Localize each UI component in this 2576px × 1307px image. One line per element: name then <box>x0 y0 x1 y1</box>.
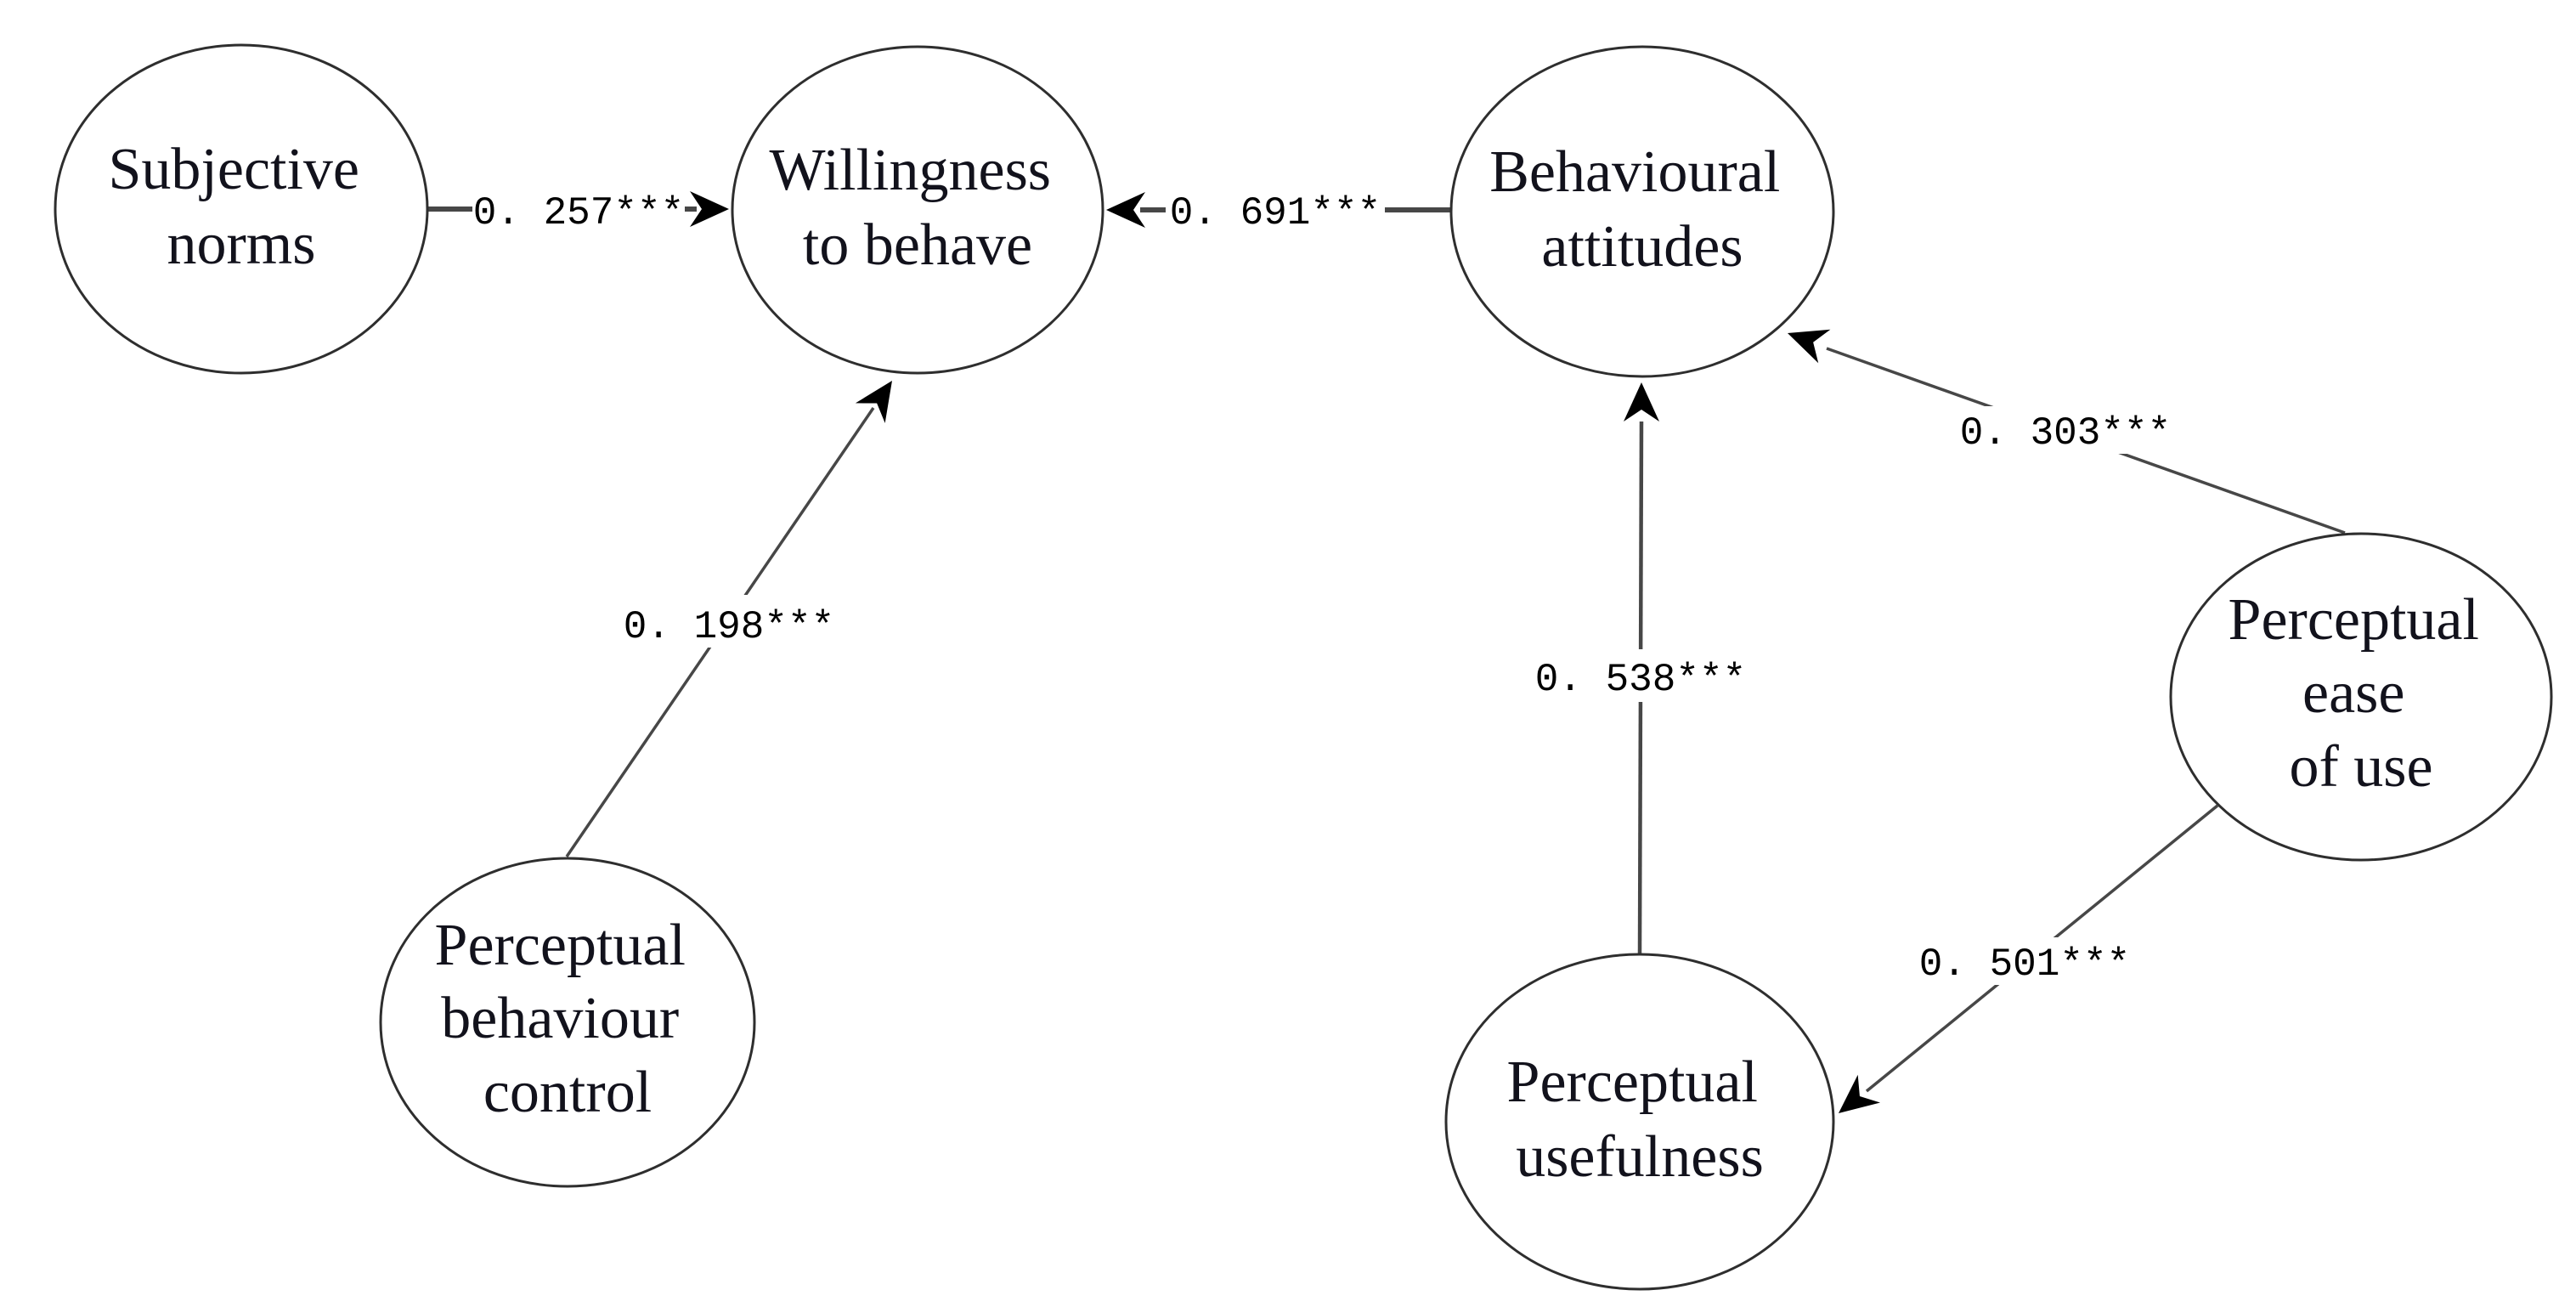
node-ellipse <box>731 45 1104 375</box>
node-label: Perceptual ease of use <box>2229 587 2494 800</box>
node-label-line: Perceptual <box>2229 587 2479 653</box>
edge-ease-of-use-to-behavioural-attitudes: 0. 303*** <box>1788 329 2346 535</box>
node-label-line: to behave <box>803 212 1032 278</box>
edge-label-background <box>1534 649 1747 702</box>
node-label-line: Willingness <box>769 138 1051 203</box>
edge-label: 0. 538*** <box>1535 658 1746 702</box>
node-label: Perceptual usefulness <box>1507 1050 1773 1190</box>
node-label-line: Subjective <box>109 137 359 202</box>
edge-label: 0. 257*** <box>473 191 684 235</box>
node-perceptual-ease-of-use: Perceptual ease of use <box>2169 532 2553 862</box>
arrowhead-icon <box>1839 1074 1881 1113</box>
node-label-line: Behavioural <box>1489 139 1780 205</box>
node-label-line: Perceptual <box>1507 1050 1758 1115</box>
node-ellipse <box>2169 532 2553 862</box>
node-ellipse <box>54 43 429 375</box>
edge-label: 0. 303*** <box>1960 411 2171 455</box>
edge-behaviour-control-to-willingness: 0. 198*** <box>565 381 892 857</box>
node-label-line: attitudes <box>1541 214 1743 280</box>
node-label-line: behaviour <box>441 986 679 1051</box>
node-perceptual-usefulness: Perceptual usefulness <box>1444 953 1835 1291</box>
node-label-line: control <box>483 1060 652 1125</box>
node-label: Subjective norms <box>109 137 375 277</box>
node-label: Behavioural attitudes <box>1489 139 1795 280</box>
node-behavioural-attitudes: Behavioural attitudes <box>1449 45 1835 378</box>
node-label-line: usefulness <box>1516 1124 1764 1190</box>
edge-label: 0. 691*** <box>1170 191 1381 235</box>
node-ellipse <box>1444 953 1835 1291</box>
node-label: Willingness to behave <box>769 138 1065 278</box>
arrowhead-icon <box>1788 329 1831 364</box>
edge-subjective-norms-to-willingness: 0. 257*** <box>427 187 729 235</box>
node-ellipse <box>379 857 756 1188</box>
arrowhead-icon <box>690 191 729 227</box>
arrowhead-icon <box>1624 382 1659 422</box>
edge-label: 0. 501*** <box>1919 942 2130 987</box>
edge-label: 0. 198*** <box>624 605 834 649</box>
edge-label-background <box>1918 937 2131 985</box>
edge-label-background <box>472 187 685 235</box>
edge-ease-of-use-to-usefulness: 0. 501*** <box>1839 804 2219 1113</box>
arrowhead-icon <box>1106 192 1145 228</box>
edge-label-background <box>623 595 835 648</box>
edge-behavioural-attitudes-to-willingness: 0. 691*** <box>1106 186 1451 235</box>
node-label: Perceptual behaviour control <box>435 913 701 1125</box>
node-label-line: ease <box>2302 660 2404 726</box>
edge-label-background <box>1959 406 2172 454</box>
node-perceptual-behaviour-control: Perceptual behaviour control <box>379 857 756 1188</box>
node-willingness-to-behave: Willingness to behave <box>731 45 1104 375</box>
node-label-line: of use <box>2289 734 2432 800</box>
edge-label-background <box>1166 186 1385 234</box>
node-subjective-norms: Subjective norms <box>54 43 429 375</box>
node-ellipse <box>1449 45 1835 378</box>
edge-usefulness-to-behavioural-attitudes: 0. 538*** <box>1534 382 1747 955</box>
arrowhead-icon <box>855 381 892 423</box>
node-label-line: Perceptual <box>435 913 686 978</box>
node-label-line: norms <box>167 212 316 277</box>
